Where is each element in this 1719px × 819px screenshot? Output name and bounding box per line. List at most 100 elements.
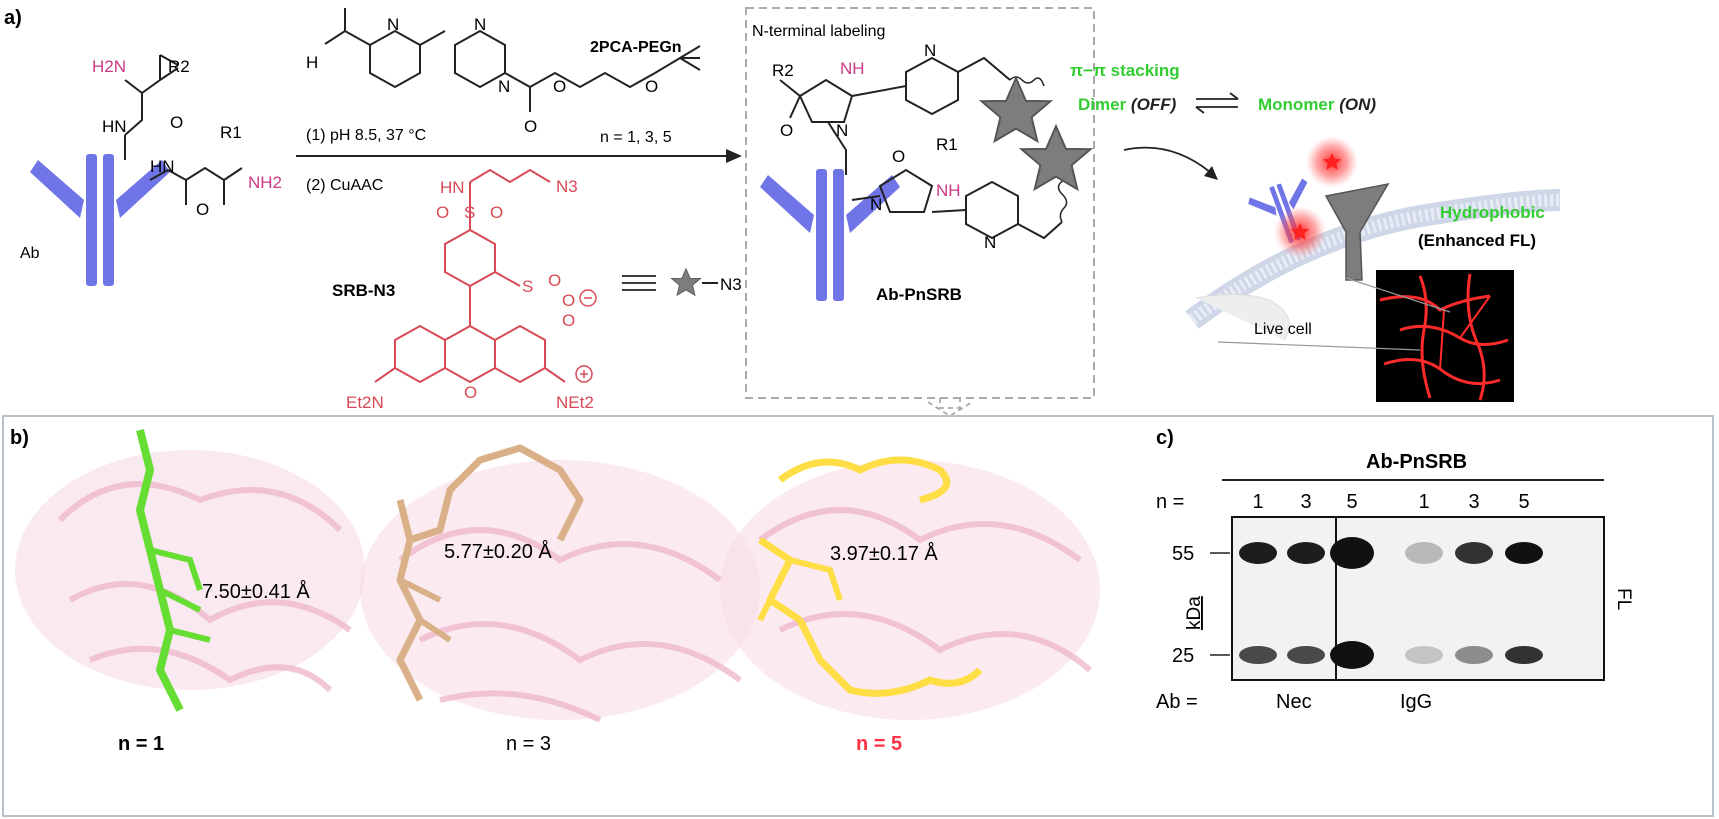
lane-label: 5: [1346, 491, 1357, 513]
gel-band: [1455, 542, 1493, 564]
panel-c-label: c): [1156, 427, 1174, 449]
model-2-render: [360, 444, 760, 723]
gel-band: [1405, 542, 1443, 564]
srb-anion-mark: [579, 289, 597, 307]
panel-a-label: a): [4, 7, 22, 29]
model-1-distance: 7.50±0.41 Å: [202, 580, 310, 603]
product-o-2: O: [892, 147, 905, 166]
gel-band: [1239, 542, 1277, 564]
gel-band: [1239, 646, 1277, 664]
model-3-n: n = 5: [856, 733, 902, 755]
product-o-1: O: [780, 121, 793, 140]
group-1-label: Nec: [1276, 691, 1312, 713]
reagent-n-values: n = 1, 3, 5: [600, 129, 672, 146]
glow-star-2-icon: [1290, 222, 1310, 240]
lane-label: 1: [1418, 491, 1429, 513]
srb-xanthene-o: O: [464, 383, 477, 402]
gel-band: [1330, 537, 1374, 569]
linker-squiggle-2: [1057, 179, 1068, 223]
model-3-render: [720, 456, 1100, 720]
antibody-left: [30, 154, 170, 286]
gel-band: [1505, 542, 1543, 564]
product-structure: [779, 56, 1063, 240]
product-n-4: N: [984, 233, 996, 252]
equivalence-symbol: [622, 275, 656, 291]
product-n-1: N: [924, 41, 936, 60]
mw-55: 55: [1172, 543, 1194, 565]
condition-step-2: (2) CuAAC: [306, 177, 383, 194]
product-nh-2: NH: [936, 181, 961, 200]
gel-band: [1505, 646, 1543, 664]
condition-step-1: (1) pH 8.5, 37 °C: [306, 127, 426, 144]
srb-hn: HN: [440, 178, 465, 197]
star-dye-1-icon: [980, 77, 1052, 143]
product-name: Ab-PnSRB: [876, 285, 962, 304]
reagent-n-pip2: N: [498, 77, 510, 96]
membrane-illustration: [1185, 189, 1561, 341]
model-2-distance: 5.77±0.20 Å: [444, 540, 552, 563]
model-3-distance: 3.97±0.17 Å: [830, 542, 938, 565]
mw-25: 25: [1172, 645, 1194, 667]
srb-o5: O: [562, 311, 575, 330]
reagent-o-peg: O: [645, 77, 658, 96]
left-peptide-structure: [124, 54, 243, 205]
hydrophobic-label: Hydrophobic: [1440, 203, 1545, 222]
reagent-structure: [324, 8, 701, 112]
reaction-arrow: [296, 149, 742, 163]
lane-label: 1: [1252, 491, 1263, 513]
srb-s1: S: [464, 203, 475, 222]
gel-image: [1231, 516, 1605, 681]
srb-o1: O: [436, 203, 449, 222]
ab-label: Ab: [20, 245, 40, 262]
gel-band: [1287, 542, 1325, 564]
model-2-n: n = 3: [506, 733, 551, 755]
gel-band: [1455, 646, 1493, 664]
group-2-label: IgG: [1400, 691, 1432, 713]
hn-label-2: HN: [150, 157, 175, 176]
srb-o4: O: [562, 291, 575, 310]
srb-name: SRB-N3: [332, 281, 395, 300]
srb-s2: S: [522, 277, 533, 296]
glow-star-1-icon: [1322, 152, 1342, 170]
monomer-label: Monomer (ON): [1258, 95, 1376, 114]
equiv-n3-label: N3: [720, 275, 742, 294]
h2n-label: H2N: [92, 57, 126, 76]
gel-band: [1405, 646, 1443, 664]
product-nh-1: NH: [840, 59, 865, 78]
callout-line-2: [1217, 341, 1421, 351]
live-cell-label: Live cell: [1254, 321, 1312, 338]
srb-o3: O: [548, 271, 561, 290]
srb-net2: NEt2: [556, 393, 594, 412]
srb-n3-label: N3: [556, 177, 578, 196]
reagent-h: H: [306, 53, 318, 72]
box-down-arrow: [927, 398, 973, 418]
o-label-1: O: [170, 113, 183, 132]
nh2-label: NH2: [248, 173, 282, 192]
gel-title: Ab-PnSRB: [1366, 451, 1467, 473]
lane-label: 3: [1300, 491, 1311, 513]
fl-label: FL: [1613, 588, 1634, 610]
reagent-n-pip1: N: [474, 15, 486, 34]
curved-arrow-head: [1204, 166, 1218, 180]
panel-b-label: b): [10, 427, 29, 449]
reagent-o-carbonyl: O: [524, 117, 537, 136]
product-r1: R1: [936, 135, 958, 154]
product-r2: R2: [772, 61, 794, 80]
enhanced-fl-label: (Enhanced FL): [1418, 231, 1536, 250]
lane-prefix: n =: [1156, 491, 1184, 513]
antibody-product: [760, 169, 900, 301]
srb-cation-mark: [575, 365, 593, 383]
reagent-n-pyridine: N: [387, 15, 399, 34]
reagent-o-ester: O: [553, 77, 566, 96]
lane-label: 3: [1468, 491, 1479, 513]
r1-label: R1: [220, 123, 242, 142]
srb-o2: O: [490, 203, 503, 222]
srb-cation-plus: [580, 370, 588, 378]
linker-squiggle-1: [1009, 76, 1045, 87]
model-1-n: n = 1: [118, 733, 164, 755]
product-dashed-box: [745, 7, 1095, 399]
curved-arrow: [1123, 146, 1211, 173]
dimer-label: Dimer (OFF): [1078, 95, 1177, 114]
